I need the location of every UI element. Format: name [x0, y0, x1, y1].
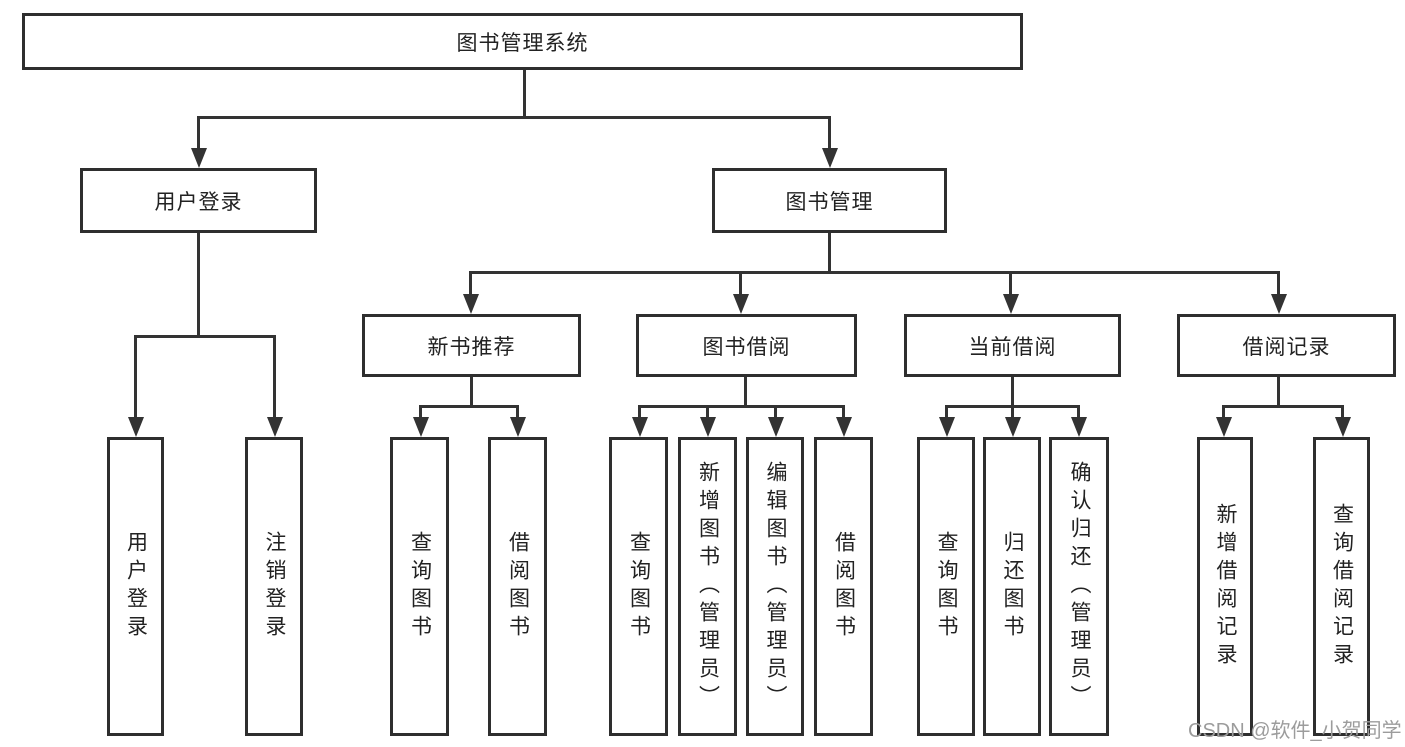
connector-line — [516, 405, 519, 419]
leaf-label: 查询借阅记录 — [1330, 502, 1354, 671]
leaf-add-borrow-record: 新增借阅记录 — [1197, 437, 1253, 736]
leaf-label: 注销登录 — [263, 530, 286, 643]
arrowhead-icon — [1335, 417, 1351, 437]
arrowhead-icon — [1216, 417, 1232, 437]
connector-line — [706, 405, 709, 419]
node-root: 图书管理系统 — [22, 13, 1023, 70]
leaf-label: 归还图书 — [1001, 530, 1024, 643]
node-current-borrow-label: 当前借阅 — [968, 335, 1057, 359]
node-current-borrow: 当前借阅 — [904, 314, 1121, 377]
connector-line — [1009, 271, 1012, 296]
arrowhead-icon — [463, 294, 479, 314]
leaf-label: 确认归还（管理员） — [1068, 460, 1091, 713]
leaf-add-books-admin: 新增图书（管理员） — [678, 437, 737, 736]
csdn-watermark: CSDN @软件_小贺同学 — [1188, 720, 1402, 742]
node-root-label: 图书管理系统 — [456, 31, 589, 55]
leaf-label: 借阅图书 — [506, 530, 530, 643]
leaf-user-login: 用户登录 — [107, 437, 164, 736]
connector-line — [470, 377, 473, 407]
node-book-management: 图书管理 — [712, 168, 947, 233]
connector-line — [945, 405, 948, 419]
connector-line — [134, 335, 137, 419]
leaf-query-books-borrow: 查询图书 — [609, 437, 668, 736]
connector-line — [842, 405, 845, 419]
connector-line — [419, 405, 519, 408]
leaf-query-books-recommend: 查询图书 — [390, 437, 449, 736]
arrowhead-icon — [191, 148, 207, 168]
connector-line — [828, 116, 831, 150]
node-book-borrow-label: 图书借阅 — [702, 335, 791, 359]
arrowhead-icon — [733, 294, 749, 314]
connector-line — [638, 405, 845, 408]
arrowhead-icon — [700, 417, 716, 437]
connector-line — [1011, 405, 1014, 419]
arrowhead-icon — [822, 148, 838, 168]
connector-line — [419, 405, 422, 419]
node-user-login-label: 用户登录 — [154, 190, 243, 214]
arrowhead-icon — [939, 417, 955, 437]
connector-line — [134, 335, 276, 338]
leaf-label: 用户登录 — [124, 530, 148, 643]
connector-line — [1077, 405, 1080, 419]
node-book-management-label: 图书管理 — [785, 190, 874, 214]
node-new-book-recommend: 新书推荐 — [362, 314, 581, 377]
connector-line — [197, 116, 200, 150]
arrowhead-icon — [1003, 294, 1019, 314]
leaf-borrow-books-recommend: 借阅图书 — [488, 437, 547, 736]
leaf-label: 新增借阅记录 — [1214, 502, 1237, 671]
connector-line — [1011, 377, 1014, 407]
connector-line — [1222, 405, 1344, 408]
leaf-label: 编辑图书（管理员） — [764, 460, 787, 713]
connector-line — [1341, 405, 1344, 419]
connector-line — [469, 271, 1279, 274]
leaf-confirm-return-admin: 确认归还（管理员） — [1049, 437, 1109, 736]
connector-line — [744, 377, 747, 407]
leaf-label: 查询图书 — [627, 530, 651, 643]
arrowhead-icon — [1005, 417, 1021, 437]
connector-line — [1222, 405, 1225, 419]
connector-line — [1277, 271, 1280, 296]
arrowhead-icon — [413, 417, 429, 437]
connector-line — [828, 233, 831, 273]
connector-line — [1277, 377, 1280, 407]
arrowhead-icon — [1071, 417, 1087, 437]
node-borrow-records-label: 借阅记录 — [1242, 335, 1331, 359]
leaf-query-borrow-record: 查询借阅记录 — [1313, 437, 1370, 736]
arrowhead-icon — [510, 417, 526, 437]
node-user-login: 用户登录 — [80, 168, 317, 233]
leaf-edit-books-admin: 编辑图书（管理员） — [746, 437, 804, 736]
connector-line — [197, 233, 200, 335]
arrowhead-icon — [1271, 294, 1287, 314]
arrowhead-icon — [128, 417, 144, 437]
arrowhead-icon — [768, 417, 784, 437]
arrowhead-icon — [632, 417, 648, 437]
connector-line — [739, 271, 742, 296]
leaf-borrow-books: 借阅图书 — [814, 437, 873, 736]
node-borrow-records: 借阅记录 — [1177, 314, 1396, 377]
connector-line — [469, 271, 472, 296]
leaf-return-books: 归还图书 — [983, 437, 1041, 736]
leaf-label: 借阅图书 — [832, 530, 856, 643]
connector-line — [638, 405, 641, 419]
connector-line — [197, 116, 831, 119]
node-new-book-recommend-label: 新书推荐 — [427, 335, 516, 359]
leaf-label: 新增图书（管理员） — [696, 460, 720, 713]
leaf-logout: 注销登录 — [245, 437, 303, 736]
connector-line — [774, 405, 777, 419]
leaf-query-books-current: 查询图书 — [917, 437, 975, 736]
connector-line — [523, 70, 526, 118]
leaf-label: 查询图书 — [935, 530, 958, 643]
arrowhead-icon — [836, 417, 852, 437]
arrowhead-icon — [267, 417, 283, 437]
leaf-label: 查询图书 — [408, 530, 432, 643]
connector-line — [273, 335, 276, 419]
node-book-borrow: 图书借阅 — [636, 314, 857, 377]
